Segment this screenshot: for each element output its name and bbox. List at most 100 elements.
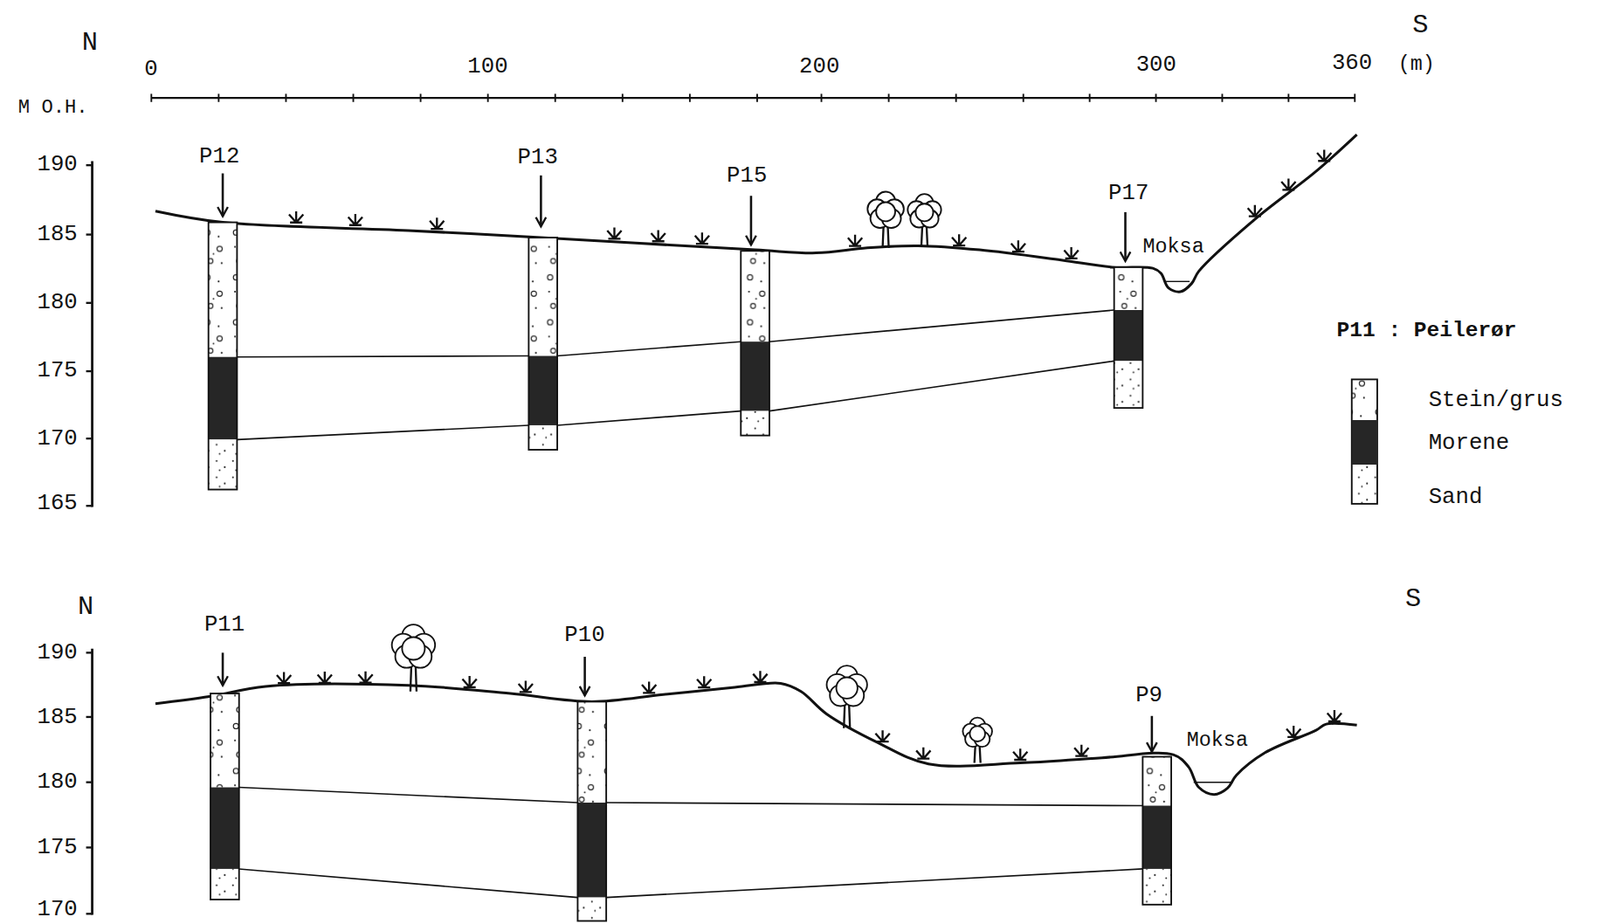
tree: [392, 624, 436, 692]
distance-axis: [151, 96, 1355, 99]
axis-tick: [86, 370, 93, 373]
legend-label: Stein/grus: [1428, 389, 1564, 413]
grass-tuft: [1248, 205, 1263, 217]
axis-tick: [621, 93, 624, 102]
borehole-arrow: [1124, 212, 1127, 262]
axis-tick: [86, 716, 93, 718]
borehole: [1114, 267, 1144, 408]
layer-boundary: [606, 868, 1143, 898]
legend-label: Sand: [1428, 486, 1483, 510]
layer-boundary: [769, 310, 1115, 342]
axis-tick: [1221, 93, 1224, 102]
borehole-arrow: [1151, 716, 1154, 752]
grass-tuft: [651, 229, 666, 242]
axis-tick: [420, 93, 422, 102]
axis-tick-label: 190: [37, 153, 78, 177]
grass-tuft: [606, 227, 621, 240]
axis-tick: [86, 164, 93, 166]
river-label: Moksa: [1143, 237, 1205, 258]
elevation-axis: [90, 161, 94, 508]
grass-tuft: [641, 682, 656, 694]
axis-tick: [487, 93, 490, 102]
axis-tick: [86, 437, 93, 440]
grass-tuft: [1317, 149, 1332, 161]
layer-boundary: [606, 802, 1143, 807]
legend-heading: P11 : Peilerør: [1337, 320, 1518, 343]
legend-sample: [1351, 463, 1378, 504]
borehole: [528, 237, 558, 450]
direction-label: S: [1405, 586, 1421, 613]
grass-tuft: [348, 213, 363, 226]
tree: [827, 665, 868, 729]
axis-tick-label: 200: [799, 55, 840, 79]
borehole-arrow: [750, 195, 753, 245]
borehole: [1142, 756, 1172, 904]
river-label: Moksa: [1186, 731, 1249, 752]
axis-tick-label: 175: [37, 359, 78, 383]
borehole-label: P17: [1108, 182, 1149, 206]
grass-tuft: [429, 217, 444, 229]
layer-boundary: [769, 360, 1115, 411]
grass-tuft: [916, 747, 931, 759]
axis-tick: [554, 93, 557, 102]
legend-swatch: [1351, 420, 1378, 464]
axis-tick: [352, 93, 355, 102]
borehole-label: P15: [726, 165, 767, 188]
axis-tick: [756, 93, 759, 102]
axis-tick-label: 0: [144, 58, 158, 82]
grass-tuft: [1063, 247, 1078, 259]
axis-unit: (m): [1398, 55, 1435, 76]
legend-label: Morene: [1428, 432, 1511, 456]
water-line: [1164, 281, 1190, 283]
axis-tick: [1155, 93, 1158, 102]
borehole-arrow: [583, 656, 587, 696]
axis-tick-label: 180: [37, 771, 78, 794]
borehole: [577, 701, 607, 921]
axis-tick: [217, 93, 220, 102]
axis-tick: [150, 93, 152, 102]
water-line: [1193, 781, 1233, 783]
grass-tuft: [696, 675, 711, 688]
borehole-label: P11: [204, 613, 245, 637]
grass-tuft: [518, 680, 533, 692]
layer-boundary: [239, 787, 579, 804]
borehole: [208, 222, 238, 490]
axis-tick-label: 185: [37, 706, 78, 730]
ground-surface: [155, 682, 1358, 795]
axis-tick: [689, 93, 691, 102]
axis-tick-label: 100: [467, 55, 508, 79]
direction-label: S: [1412, 12, 1428, 39]
grass-tuft: [752, 670, 767, 683]
axis-tick-label: 360: [1331, 52, 1373, 76]
axis-tick: [820, 93, 823, 102]
tree: [907, 193, 941, 246]
grass-tuft: [951, 234, 966, 246]
axis-tick: [955, 93, 958, 102]
layer-boundary: [236, 356, 529, 358]
grass-tuft: [1013, 748, 1028, 760]
axis-tick: [1022, 93, 1025, 102]
borehole-arrow: [221, 173, 225, 217]
borehole-arrow: [539, 175, 543, 227]
layer-boundary: [239, 868, 579, 898]
tree: [962, 717, 993, 764]
axis-tick-label: 165: [37, 492, 78, 516]
grass-tuft: [875, 730, 890, 742]
axis-tick-label: 190: [37, 641, 78, 665]
axis-tick-label: 185: [37, 223, 78, 247]
layer-boundary: [557, 341, 741, 356]
borehole: [210, 693, 240, 900]
grass-tuft: [1011, 240, 1026, 252]
legend-column: [1351, 379, 1378, 504]
grass-tuft: [1281, 179, 1296, 191]
grass-tuft: [358, 671, 373, 683]
axis-tick-label: 170: [37, 898, 78, 922]
grass-tuft: [462, 675, 476, 688]
legend-sample: [1351, 379, 1378, 421]
axis-tick: [1089, 93, 1091, 102]
grass-tuft: [1327, 710, 1342, 722]
borehole: [740, 250, 770, 435]
grass-tuft: [1286, 725, 1301, 738]
grass-tuft: [848, 234, 863, 247]
